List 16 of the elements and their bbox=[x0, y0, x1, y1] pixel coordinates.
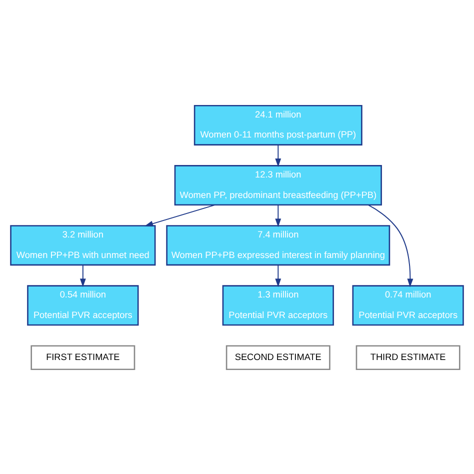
arrow bbox=[80, 264, 86, 287]
arrow bbox=[275, 264, 282, 287]
arrow bbox=[144, 204, 216, 226]
node-box: 0.54 million Potential PVR acceptors bbox=[27, 284, 139, 326]
node-box: 0.74 million Potential PVR acceptors bbox=[352, 284, 464, 326]
node-box: SECOND ESTIMATE bbox=[226, 344, 330, 370]
node-box: FIRST ESTIMATE bbox=[30, 344, 136, 370]
arrow bbox=[368, 204, 414, 287]
node-box: 1.3 million Potential PVR acceptors bbox=[222, 284, 334, 326]
node-box: THIRD ESTIMATE bbox=[356, 344, 460, 370]
node-box: 7.4 million Women PP+PB expressed interest in family planning bbox=[166, 224, 390, 266]
arrow bbox=[275, 144, 282, 167]
node-box: 3.2 million Women PP+PB with unmet need bbox=[10, 224, 156, 266]
arrow bbox=[275, 204, 282, 227]
node-box: 12.3 million Women PP, predominant breastfeeding (PP+PB) bbox=[174, 164, 382, 205]
node-box: 24.1 million Women 0-11 months post-partum (PP) bbox=[194, 104, 362, 145]
